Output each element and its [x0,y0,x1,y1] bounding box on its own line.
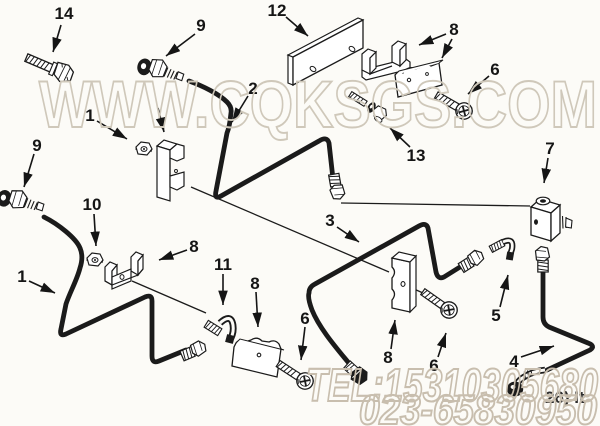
callout-arrow-4 [520,345,555,358]
leader-spacer-to-block8 [190,186,390,273]
watermark-tel: TEL:15310305680 [306,359,598,411]
callout-arrow-9-left [23,153,35,188]
fuel-pipe-3 [306,222,471,370]
callout-arrow-8-top-a [418,33,447,46]
bolt-14 [23,53,75,83]
fuel-pipe-4 [540,261,595,373]
callout-arrow-1-left [28,280,56,294]
callout-label-8-mid: 8 [250,274,259,293]
callout-arrow-3 [336,226,360,243]
callout-arrow-7 [541,157,552,184]
callout-label-9-top: 9 [196,16,205,35]
callout-arrows [23,16,555,361]
callout-arrow-8-mid [252,291,262,328]
callout-label-11: 11 [214,255,232,274]
pipe3-left-dark-fitting [342,360,368,386]
callout-arrow-9-top [165,33,196,57]
callout-label-6-top: 6 [490,60,499,79]
callout-arrow-13 [389,127,411,148]
watermark-phone: 023-65830950 [359,386,597,426]
callout-arrow-14 [52,24,62,53]
callout-labels: 14 9 12 8 6 13 2 1 9 10 1 8 11 8 3 8 6 6… [17,1,554,375]
callout-label-14: 14 [55,4,74,23]
elbow-fitting-11 [203,315,237,344]
callout-label-4: 4 [509,352,519,371]
callout-label-2: 2 [248,79,257,98]
screw-13 [347,90,387,123]
pipe4-top-fitting [534,245,551,273]
callout-label-6-lower: 6 [300,309,309,328]
junction-block-7 [529,196,573,243]
leader-lines [131,186,531,364]
callout-label-13: 13 [407,146,426,165]
fuel-pipe-2 [186,78,336,200]
clamp-8-left [104,251,144,290]
clamp-block-center-8 [390,251,418,314]
callout-arrow-8-top-b [441,38,453,59]
fuel-pipe-1 [41,214,189,365]
callout-label-6-center: 6 [429,356,438,375]
pipes [41,78,595,373]
leader-pipe2-to-block7 [340,202,531,207]
callout-arrow-12 [285,16,309,37]
spacer-block [155,139,185,202]
callout-arrow-10 [90,213,100,247]
watermark-site: WWW.CQKSGS.COM [39,67,597,141]
callout-label-12: 12 [268,1,287,20]
callout-label-10: 10 [83,195,102,214]
callout-label-8-top: 8 [449,20,458,39]
callout-label-8-block: 8 [383,348,392,367]
callout-arrow-6-top [467,75,490,95]
callout-arrow-5 [499,274,510,308]
callout-arrow-2 [231,95,249,123]
callout-label-9-left: 9 [32,136,41,155]
callout-arrow-8-block [388,319,398,350]
callout-label-8-left: 8 [189,237,198,256]
watermarks: WWW.CQKSGS.COM TEL:15310305680 023-65830… [38,66,599,426]
callout-label-1-left: 1 [17,267,26,286]
callout-arrow-6-center [436,332,447,358]
callout-arrow-1-top [96,120,128,140]
elbow-fitting-5 [488,237,516,261]
callout-arrow-spacer [155,107,166,133]
clamp-half-lower-8 [394,59,444,98]
plate-12 [286,17,365,87]
pipe4-end-elbow [506,366,546,397]
callout-arrow-6-lower [297,326,308,361]
callout-label-3: 3 [325,211,334,230]
callout-label-7: 7 [545,139,554,158]
leader-clamp8-to-elbow11 [131,280,207,314]
footer-fragment-text: 26) It [545,388,585,407]
callout-arrow-8-left [158,249,188,261]
callout-label-5: 5 [491,306,500,325]
callout-label-1-top: 1 [85,106,94,125]
clamp-block-lower-8 [231,337,285,378]
